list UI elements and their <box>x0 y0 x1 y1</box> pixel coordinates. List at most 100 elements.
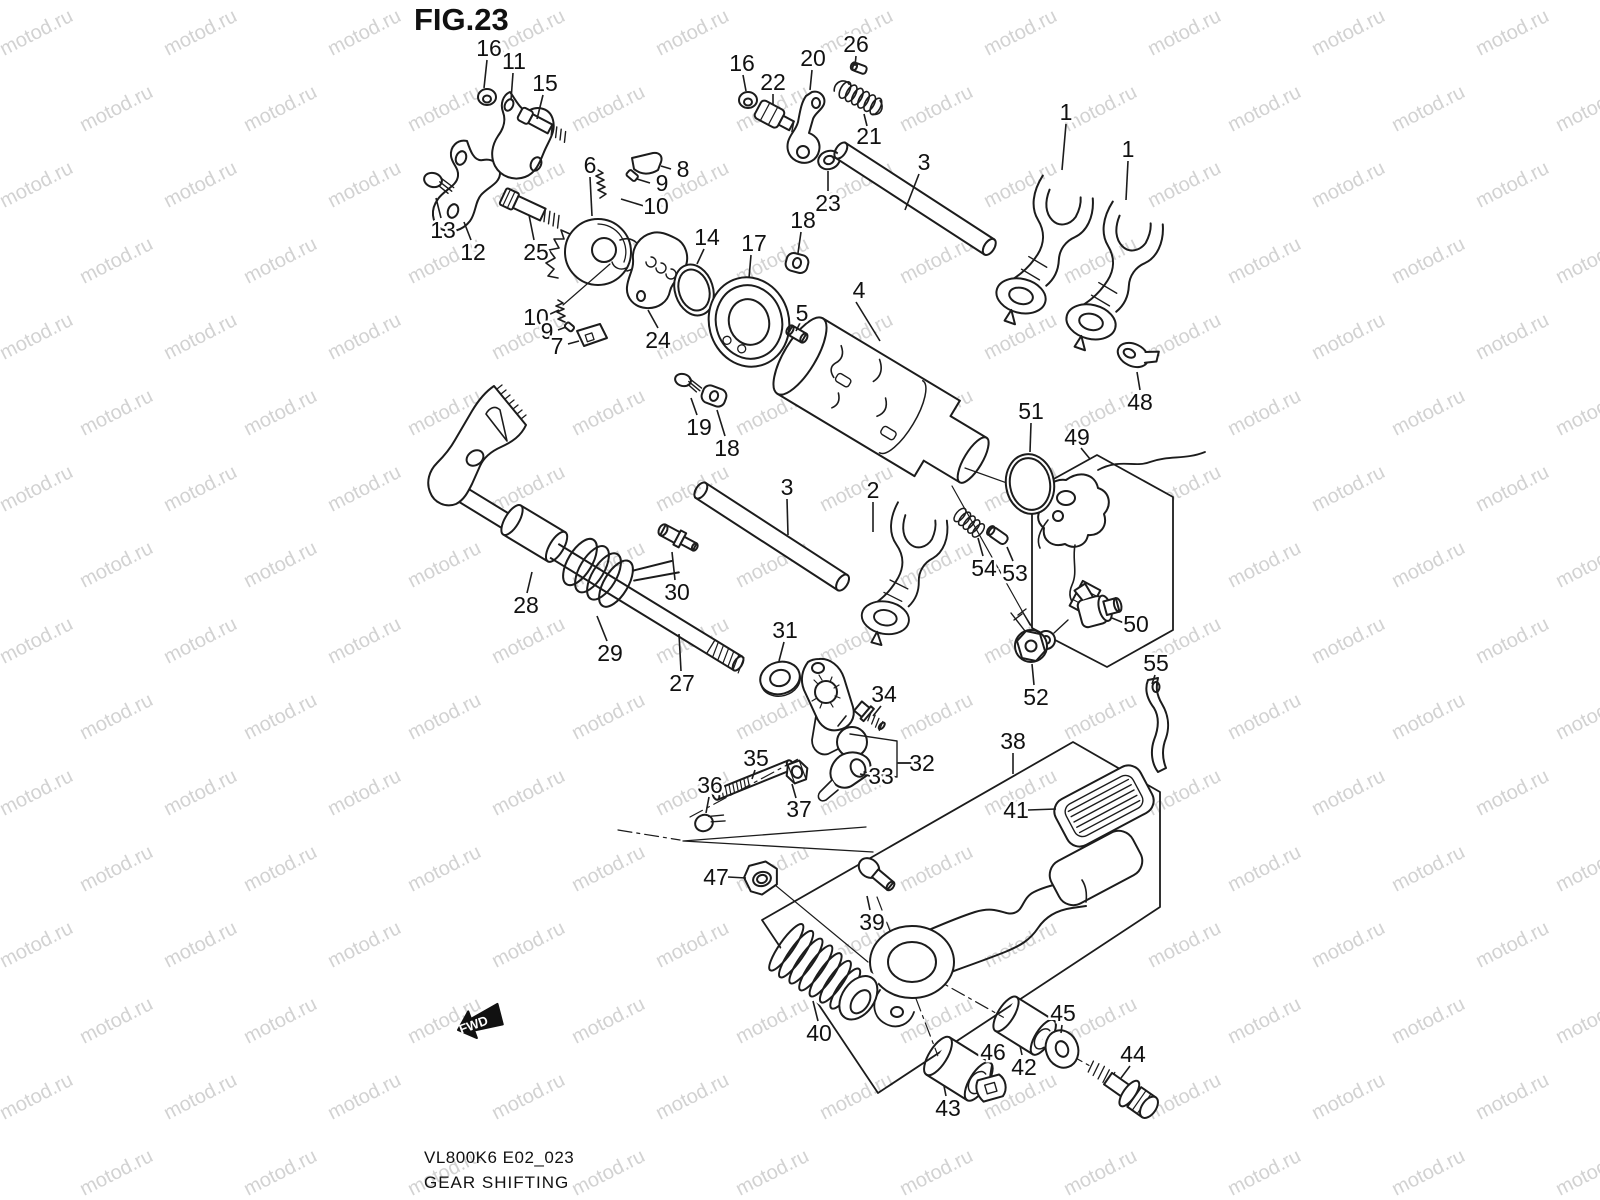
leader-line <box>742 74 747 92</box>
part-label: 25 <box>523 239 549 265</box>
watermark-text: motod.ru <box>1308 917 1388 972</box>
part-label: 34 <box>871 681 897 707</box>
leader-line <box>536 94 544 120</box>
watermark-text: motod.ru <box>1224 385 1304 440</box>
watermark-text: motod.ru <box>404 537 484 592</box>
watermark-text: motod.ru <box>1224 841 1304 896</box>
watermark-text: motod.ru <box>0 613 77 668</box>
leader-line <box>791 783 797 799</box>
footrest-rubber-art <box>766 922 881 1026</box>
part-label: 5 <box>796 300 809 326</box>
watermark-text: motod.ru <box>816 461 896 516</box>
fwd-arrow-icon <box>457 1002 504 1040</box>
part-label: 30 <box>664 579 690 605</box>
leader-line <box>809 69 813 91</box>
watermark-text: motod.ru <box>1388 993 1468 1048</box>
watermark-text: motod.ru <box>160 917 240 972</box>
watermark-text: motod.ru <box>1308 765 1388 820</box>
watermark-text: motod.ru <box>1308 5 1388 60</box>
part-label: 23 <box>815 190 841 216</box>
leader-line <box>596 615 608 642</box>
watermark-text: motod.ru <box>568 689 648 744</box>
watermark-text: motod.ru <box>980 157 1060 212</box>
watermark-text: motod.ru <box>896 841 976 896</box>
leader-line <box>854 55 857 67</box>
watermark-text: motod.ru <box>240 689 320 744</box>
watermark-text: motod.ru <box>76 1145 156 1200</box>
watermark-text: motod.ru <box>0 461 77 516</box>
part-label: 19 <box>686 414 712 440</box>
part-label: 26 <box>843 31 869 57</box>
leader-line <box>483 59 488 89</box>
watermark-text: motod.ru <box>1308 613 1388 668</box>
part-label: 40 <box>806 1020 832 1046</box>
part-label: 1 <box>1122 136 1135 162</box>
part-label: 42 <box>1011 1054 1037 1080</box>
watermark-text: motod.ru <box>404 81 484 136</box>
watermark-text: motod.ru <box>160 5 240 60</box>
leader-line <box>1111 617 1125 624</box>
watermark-text: motod.ru <box>1388 841 1468 896</box>
watermark-text: motod.ru <box>1472 461 1552 516</box>
leader-line <box>589 176 593 217</box>
watermark-text: motod.ru <box>240 385 320 440</box>
watermark-text: motod.ru <box>568 81 648 136</box>
watermark-text: motod.ru <box>240 993 320 1048</box>
leader-line <box>943 1085 947 1097</box>
watermark-text: motod.ru <box>1552 841 1600 896</box>
watermark-text: motod.ru <box>1224 537 1304 592</box>
leader-line <box>690 397 698 416</box>
watermark-text: motod.ru <box>1388 233 1468 288</box>
leader-line <box>567 340 580 345</box>
watermark-text: motod.ru <box>1224 689 1304 744</box>
part-label: 49 <box>1064 424 1090 450</box>
watermark-text: motod.ru <box>1472 613 1552 668</box>
watermark-text: motod.ru <box>816 1069 896 1124</box>
figure-caption: GEAR SHIFTING <box>424 1173 570 1192</box>
part-label: 11 <box>502 48 526 74</box>
leader-line <box>660 165 672 170</box>
part-label: 46 <box>980 1039 1006 1065</box>
leader-line <box>705 796 710 814</box>
figure-title: FIG.23 <box>414 2 509 37</box>
part-label: 36 <box>697 772 723 798</box>
watermark-text: motod.ru <box>1144 765 1224 820</box>
leader-lines <box>435 55 1156 1097</box>
part-label: 18 <box>714 435 740 461</box>
watermark-text: motod.ru <box>1308 157 1388 212</box>
leader-line <box>696 248 705 265</box>
watermark-text: motod.ru <box>324 765 404 820</box>
leader-line <box>778 641 785 662</box>
part-label: 22 <box>760 69 786 95</box>
leader-line <box>526 571 533 594</box>
watermark-text: motod.ru <box>0 157 77 212</box>
leader-line <box>872 705 882 717</box>
watermark-text: motod.ru <box>240 841 320 896</box>
leader-line <box>727 876 747 879</box>
leader-line <box>510 72 514 101</box>
gearshift-cam-drum-art <box>772 316 990 484</box>
model-code: VL800K6 E02_023 <box>424 1148 575 1167</box>
gear-position-switch-art <box>951 451 1206 668</box>
leader-line <box>620 198 645 207</box>
watermark-text: motod.ru <box>1388 385 1468 440</box>
pivot-bolt-art <box>1087 1060 1159 1119</box>
part-label: 32 <box>909 750 935 776</box>
leader-line <box>859 773 871 777</box>
part-label: 33 <box>868 763 894 789</box>
watermark-text: motod.ru <box>1472 765 1552 820</box>
part-label: 16 <box>476 35 502 61</box>
watermark-text: motod.ru <box>1552 689 1600 744</box>
bolt-washer-art <box>674 372 728 408</box>
part-label: 24 <box>645 327 671 353</box>
watermark-text: motod.ru <box>1388 1145 1468 1200</box>
leader-line <box>463 221 472 241</box>
watermark-text: motod.ru <box>240 233 320 288</box>
part-label: 29 <box>597 640 623 666</box>
watermark-text: motod.ru <box>76 841 156 896</box>
watermark-text: motod.ru <box>1388 81 1468 136</box>
leader-line <box>547 309 560 316</box>
watermark-text: motod.ru <box>76 385 156 440</box>
